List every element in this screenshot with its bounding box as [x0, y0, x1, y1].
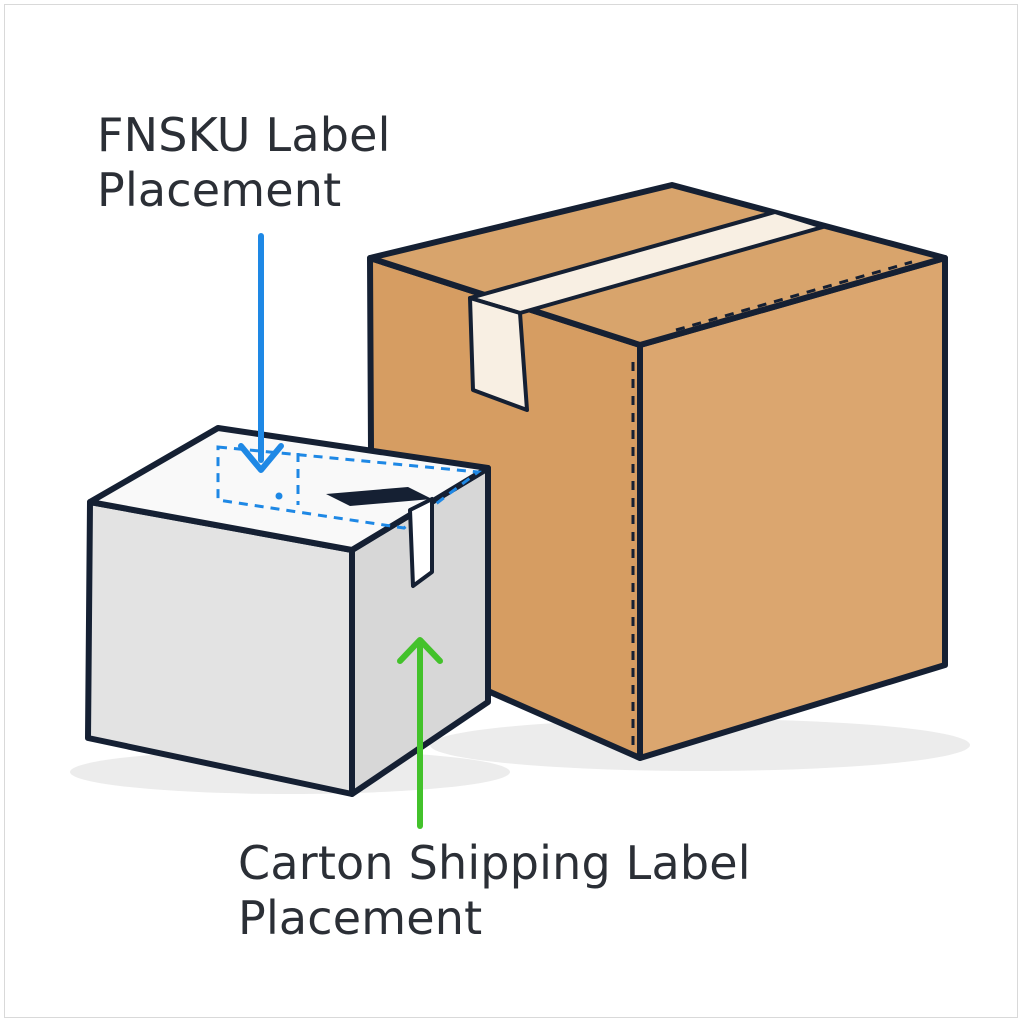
fnsku-label-line2: Placement	[97, 163, 342, 218]
fnsku-label-zone	[216, 445, 482, 530]
shipping-label-slot	[326, 487, 432, 506]
carton-arrow-head	[397, 637, 443, 664]
ground-shadow-large	[430, 719, 970, 771]
white-box	[85, 425, 491, 797]
white-box-top-face	[87, 425, 491, 553]
cardboard-seam-top	[675, 260, 913, 332]
image-border	[4, 4, 1018, 1018]
white-box-front-face	[85, 499, 355, 797]
carton-label-line1: Carton Shipping Label	[238, 836, 751, 890]
fnsku-arrow	[238, 233, 284, 473]
fnsku-label-line1: FNSKU Label	[97, 108, 391, 162]
fnsku-zone-dot	[275, 492, 283, 500]
fnsku-label-caption: FNSKU Label Placement	[97, 108, 391, 218]
shipping-label-tab	[408, 497, 434, 588]
fnsku-arrow-head	[238, 443, 284, 473]
packing-tape-flap	[468, 296, 529, 412]
carton-arrow	[397, 637, 443, 829]
carton-label-caption: Carton Shipping Label Placement	[238, 836, 751, 946]
carton-label-line2: Placement	[238, 891, 483, 946]
